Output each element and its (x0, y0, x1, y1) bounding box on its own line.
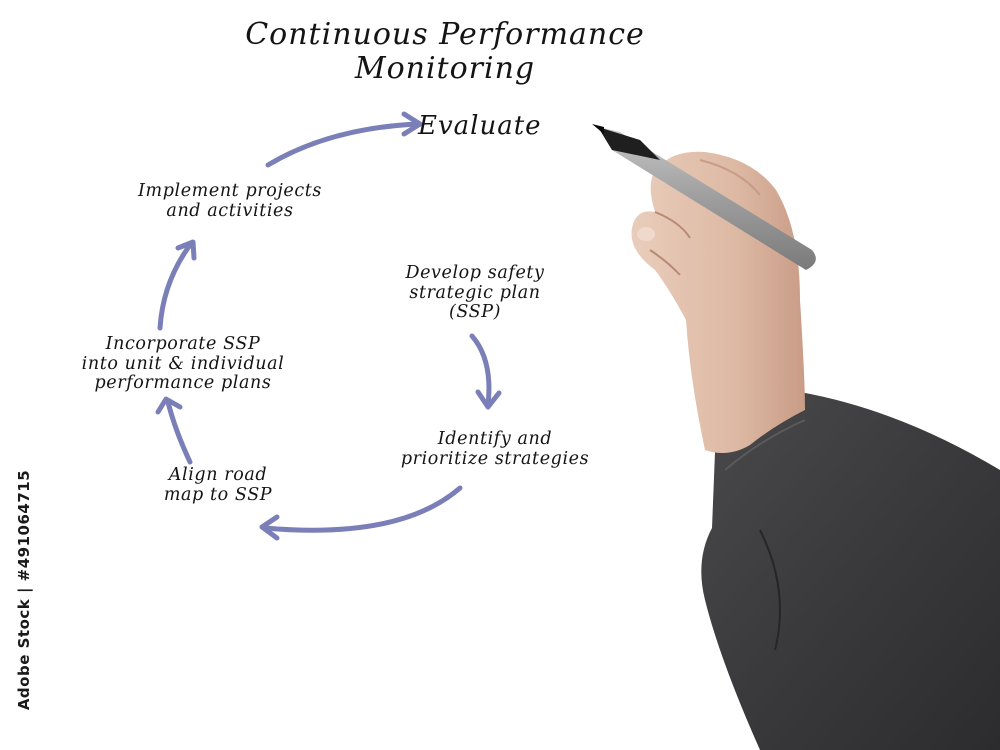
step-identify-strategies: Identify and prioritize strategies (350, 430, 640, 469)
diagram-title: Continuous Performance Monitoring (160, 18, 730, 85)
step-develop-line-1: Develop safety (360, 264, 590, 284)
step-implement-projects: Implement projects and activities (90, 182, 370, 221)
step-develop-ssp: Develop safety strategic plan (SSP) (360, 264, 590, 323)
step-implement-line-1: Implement projects (90, 182, 370, 202)
step-evaluate-line-1: Evaluate (418, 111, 542, 141)
step-incorporate-line-2: into unit & individual (18, 355, 348, 375)
step-incorporate-line-1: Incorporate SSP (18, 335, 348, 355)
stock-id-text: Adobe Stock | #491064715 (15, 470, 33, 710)
step-incorporate-ssp: Incorporate SSP into unit & individual p… (18, 335, 348, 394)
step-identify-line-1: Identify and (350, 430, 640, 450)
title-line-1: Continuous Performance (160, 18, 730, 52)
stock-id-label: Adobe Stock | #491064715 (10, 515, 38, 665)
step-align-line-2: map to SSP (118, 486, 318, 506)
step-align-line-1: Align road (118, 466, 318, 486)
title-line-2: Monitoring (160, 52, 730, 86)
step-align-road-map: Align road map to SSP (118, 466, 318, 505)
arrow-align-to-incorporate (168, 402, 190, 462)
step-develop-line-3: (SSP) (360, 303, 590, 323)
step-evaluate: Evaluate (418, 112, 542, 141)
step-incorporate-line-3: performance plans (18, 374, 348, 394)
step-implement-line-2: and activities (90, 202, 370, 222)
arrow-incorporate-to-implement (160, 245, 190, 328)
step-identify-line-2: prioritize strategies (350, 450, 640, 470)
arrow-implement-to-evaluate (268, 124, 418, 165)
step-develop-line-2: strategic plan (360, 284, 590, 304)
